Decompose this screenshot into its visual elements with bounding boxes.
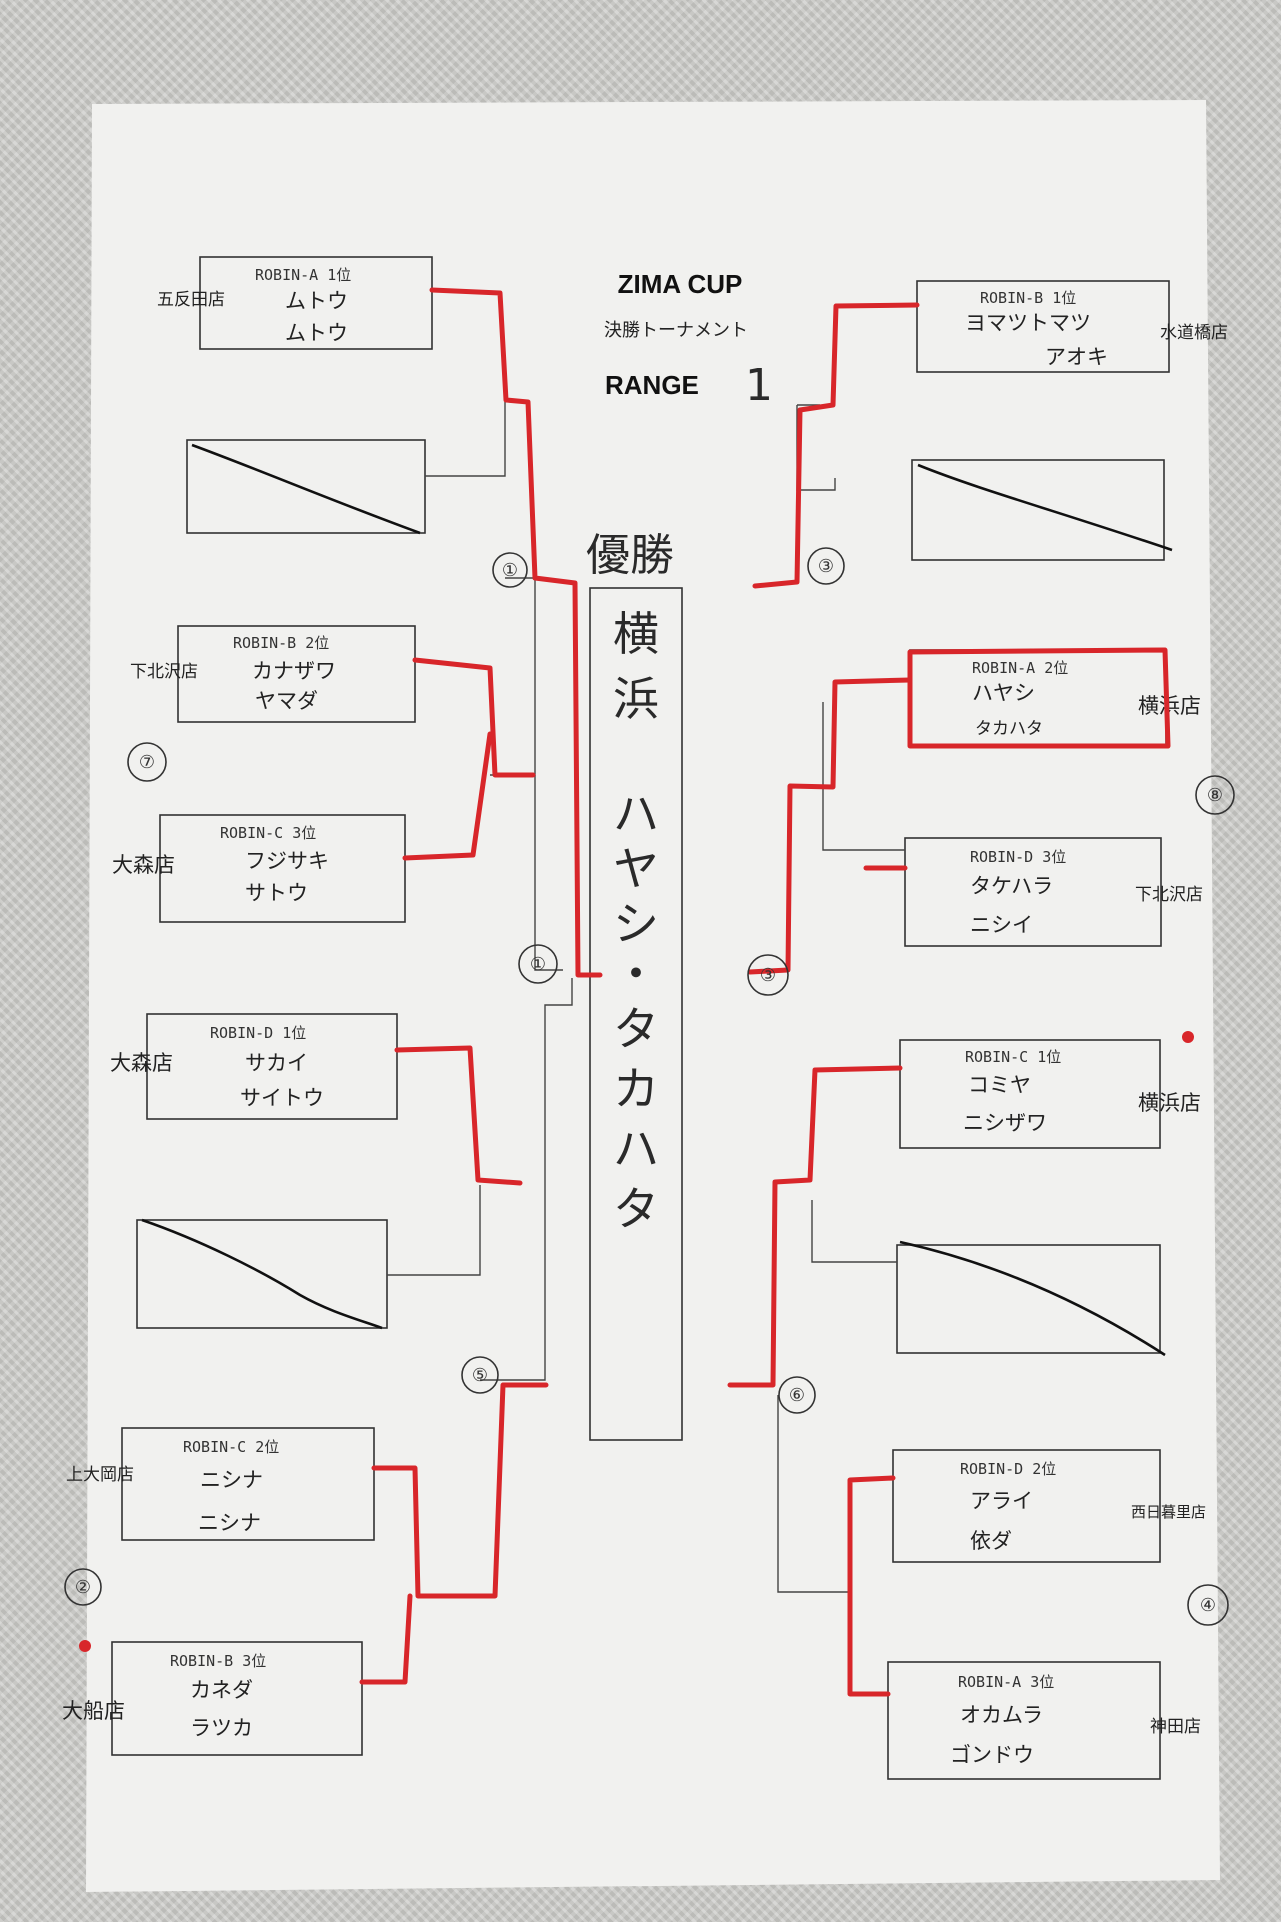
rank-label: ROBIN-D 2位 [960, 1460, 1056, 1478]
svg-text:③: ③ [760, 965, 776, 986]
svg-text:②: ② [75, 1577, 91, 1598]
rank-label: ROBIN-B 2位 [233, 634, 329, 652]
rank-label: ROBIN-C 3位 [220, 824, 316, 842]
player-1: サカイ [245, 1051, 308, 1075]
player-1: ニシナ [200, 1468, 263, 1492]
rank-label: ROBIN-C 2位 [183, 1438, 279, 1456]
player-2: ムトウ [285, 321, 348, 345]
left-slot-1: ROBIN-A 1位 ムトウ ムトウ [199, 256, 433, 350]
svg-text:⑧: ⑧ [1207, 785, 1223, 806]
range-number: 1 [745, 360, 773, 411]
left-store-5: 上大岡店 [66, 1465, 134, 1485]
winning-path-lines [359, 287, 1171, 1697]
left-store-1: 五反田店 [157, 290, 225, 310]
player-2: ニシナ [198, 1511, 261, 1535]
player-2: ラツカ [190, 1716, 253, 1740]
svg-text:タ: タ [613, 1182, 659, 1236]
player-2: タカハタ [975, 719, 1043, 739]
left-slot-3: ROBIN-C 3位 フジサキ サトウ [159, 814, 406, 923]
svg-text:⑦: ⑦ [139, 752, 155, 773]
player-1: アライ [970, 1489, 1033, 1513]
rank-label: ROBIN-A 3位 [958, 1673, 1054, 1691]
player-1: カネダ [190, 1678, 253, 1702]
player-2: ニシザワ [963, 1111, 1047, 1135]
left-slot-2: ROBIN-B 2位 カナザワ ヤマダ [177, 625, 416, 723]
right-bye-box-2 [896, 1240, 1166, 1357]
player-1: ヨマツトマツ [965, 311, 1091, 335]
player-1: コミヤ [968, 1073, 1031, 1097]
svg-text:シ: シ [613, 897, 659, 951]
player-2: ゴンドウ [950, 1743, 1034, 1767]
champion-column [589, 587, 683, 1441]
player-2: サイトウ [240, 1086, 324, 1110]
player-2: ヤマダ [255, 689, 318, 713]
svg-text:ハ: ハ [613, 1122, 659, 1176]
svg-text:ハ: ハ [613, 787, 659, 841]
right-store-5: 西日暮里店 [1131, 1503, 1206, 1521]
champion-players: ハ ヤ シ ・ タ カ ハ タ [613, 787, 659, 1236]
player-1: カナザワ [252, 659, 336, 683]
player-1: タケハラ [970, 874, 1053, 898]
rank-label: ROBIN-B 1位 [980, 289, 1076, 307]
match-marks: ① ① ⑦ ⑤ ② ③ ⑧ ③ ⑥ ④ [64, 547, 1235, 1626]
svg-text:⑥: ⑥ [789, 1385, 805, 1406]
right-slot-3: ROBIN-D 3位 タケハラ ニシイ [904, 837, 1162, 947]
rank-label: ROBIN-D 1位 [210, 1024, 306, 1042]
right-store-1: 水道橋店 [1160, 323, 1228, 343]
right-slot-6: ROBIN-A 3位 オカムラ ゴンドウ [887, 1661, 1161, 1780]
svg-text:タ: タ [613, 1002, 659, 1056]
red-dot-marker [1182, 1031, 1194, 1043]
red-dot-marker [79, 1640, 91, 1652]
rank-label: ROBIN-D 3位 [970, 848, 1066, 866]
svg-text:①: ① [530, 954, 546, 975]
svg-text:横: 横 [613, 607, 659, 661]
right-store-6: 神田店 [1150, 1717, 1201, 1737]
player-2: ニシイ [970, 913, 1033, 937]
left-slot-5: ROBIN-C 2位 ニシナ ニシナ [121, 1427, 375, 1541]
left-bye-box-1 [186, 439, 426, 535]
player-1: フジサキ [245, 849, 329, 873]
left-store-2: 下北沢店 [130, 662, 198, 682]
cup-subtitle: 決勝トーナメント [604, 320, 748, 341]
right-store-3: 下北沢店 [1135, 885, 1203, 905]
player-2: アオキ [1045, 345, 1108, 369]
rank-label: ROBIN-C 1位 [965, 1048, 1061, 1066]
champion-store: 横 浜 [613, 607, 659, 726]
paper-sheet [86, 100, 1220, 1892]
rank-label: ROBIN-A 2位 [972, 659, 1068, 677]
player-1: オカムラ [960, 1703, 1043, 1727]
svg-text:カ: カ [613, 1062, 659, 1116]
player-2: 依ダ [970, 1529, 1012, 1553]
player-2: サトウ [245, 881, 308, 905]
left-slot-6: ROBIN-B 3位 カネダ ラツカ [111, 1641, 363, 1756]
range-label: RANGE [605, 370, 699, 400]
left-store-3: 大森店 [112, 853, 175, 877]
right-store-4: 横浜店 [1138, 1091, 1201, 1115]
svg-text:④: ④ [1200, 1595, 1216, 1616]
right-bye-box-1 [911, 459, 1173, 561]
cup-title: ZIMA CUP [618, 269, 743, 299]
left-slot-4: ROBIN-D 1位 サカイ サイトウ [146, 1013, 398, 1120]
left-store-6: 大船店 [62, 1699, 125, 1723]
left-bye-box-2 [136, 1218, 388, 1330]
player-1: ハヤシ [972, 681, 1035, 705]
rank-label: ROBIN-B 3位 [170, 1652, 266, 1670]
left-store-4: 大森店 [110, 1051, 173, 1075]
bracket-lines-black [387, 402, 905, 1593]
svg-text:①: ① [502, 560, 518, 581]
svg-text:浜: 浜 [613, 672, 659, 726]
champion-label: 優勝 [586, 530, 674, 581]
rank-label: ROBIN-A 1位 [255, 266, 351, 284]
svg-text:③: ③ [818, 556, 834, 577]
right-slot-1: ROBIN-B 1位 ヨマツトマツ アオキ [916, 280, 1170, 373]
right-slot-5: ROBIN-D 2位 アライ 依ダ [892, 1449, 1161, 1563]
svg-text:⑤: ⑤ [472, 1365, 488, 1386]
svg-text:ヤ: ヤ [613, 842, 659, 896]
svg-text:・: ・ [613, 947, 659, 1001]
right-slot-4: ROBIN-C 1位 コミヤ ニシザワ [899, 1039, 1161, 1149]
player-1: ムトウ [285, 289, 348, 313]
